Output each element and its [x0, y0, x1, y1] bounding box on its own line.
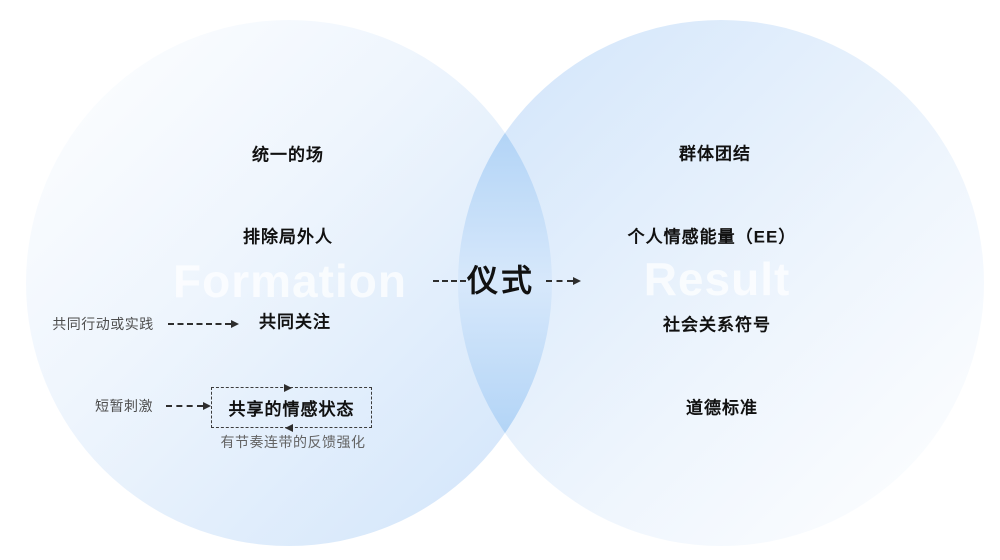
collective-action-arrow-line [168, 323, 231, 325]
label-collective-action: 共同行动或实践 [52, 316, 154, 332]
label-moral-standards: 道德标准 [686, 398, 758, 418]
label-group-solidarity: 群体团结 [679, 144, 751, 164]
arrow-head-right-icon [231, 320, 239, 328]
label-shared-emotional-state: 共享的情感状态 [228, 400, 355, 419]
label-social-relationship-symbols: 社会关系符号 [663, 315, 771, 335]
label-exclude-outsiders: 排除局外人 [243, 227, 333, 247]
feedback-loop-bottom-arrow-head-icon [285, 424, 293, 432]
label-rhythmic-feedback: 有节奏连带的反馈强化 [220, 434, 366, 450]
label-mutual-focus: 共同关注 [259, 312, 331, 332]
label-unified-field: 统一的场 [252, 145, 324, 165]
formation-to-ritual-dashed-line [433, 280, 466, 282]
transient-stimulus-arrow-line [166, 405, 203, 407]
ritual-to-result-dashed-line [546, 280, 573, 282]
label-emotional-energy: 个人情感能量（EE） [627, 227, 797, 247]
arrow-head-right-icon [203, 402, 211, 410]
arrow-head-right-icon [573, 277, 581, 285]
result-watermark: Result [643, 253, 791, 305]
formation-watermark: Formation [173, 255, 407, 307]
shared-emotion-feedback-box: 共享的情感状态 [211, 387, 372, 428]
feedback-loop-top-arrow-head-icon [284, 384, 292, 392]
ritual-center-label: 仪式 [467, 263, 535, 299]
label-transient-stimulus: 短暂刺激 [95, 398, 153, 414]
